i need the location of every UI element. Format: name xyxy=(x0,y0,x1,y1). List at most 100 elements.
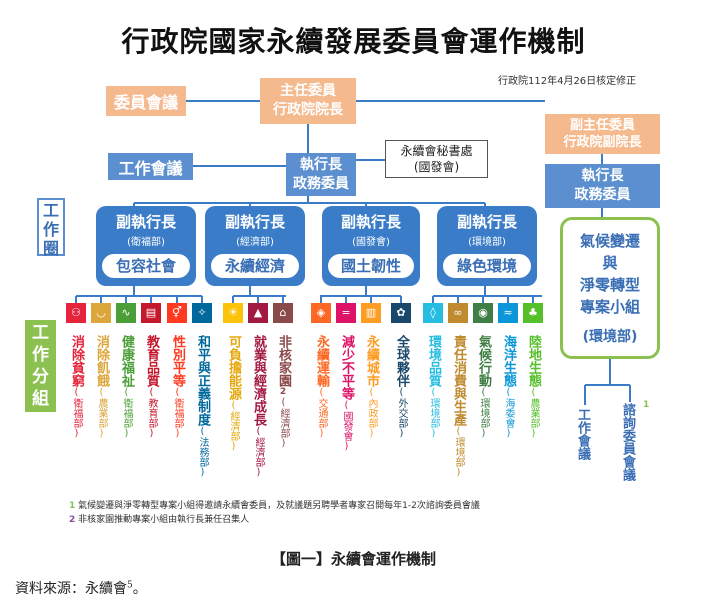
growth-icon: ▲ xyxy=(248,303,268,323)
work-group-name: 性別平等 xyxy=(170,335,185,387)
gender-icon: ⚥ xyxy=(167,303,187,323)
climate-name-line1: 氣候變遷 xyxy=(579,232,640,250)
source-line: 資料來源：永續會5。 xyxy=(15,578,147,598)
work-group-ministry: (海委會) xyxy=(503,387,514,439)
work-group-ministry: (農業部) xyxy=(528,387,539,439)
work-group-name: 永續運輸 xyxy=(314,335,329,387)
climate-task-force-box: 氣候變遷 與 淨零轉型 專案小組 (環境部) xyxy=(560,217,660,359)
footnote-1-num: 1 xyxy=(69,501,76,511)
work-group-column: 消除貧窮(衛福部) xyxy=(69,335,84,439)
work-group-name: 消除飢餓 xyxy=(94,335,109,387)
work-group-name: 非核家園 xyxy=(276,335,291,387)
right-exec-line2: 政務委員 xyxy=(574,187,631,203)
work-group-column: 減少不平等(國發會) xyxy=(339,335,354,452)
sun-icon: ☀ xyxy=(223,303,243,323)
work-group-column: 消除飢餓(農業部) xyxy=(94,335,109,439)
vice-director-ministry: (國發會) xyxy=(352,237,390,248)
work-group-ministry: (內政部) xyxy=(366,387,377,439)
vice-director-group: 包容社會 xyxy=(102,254,190,278)
vice-director-box: 副執行長 (國發會) 國土韌性 xyxy=(322,206,420,286)
work-groups-label: 工作分組 xyxy=(25,320,56,412)
bowl-icon: ◡ xyxy=(91,303,111,323)
work-group-ministry: (外交部) xyxy=(396,387,407,439)
work-group-ministry: (環境部) xyxy=(453,426,464,478)
committee-meeting-label: 委員會議 xyxy=(106,86,186,116)
climate-task-force-name: 氣候變遷 與 淨零轉型 專案小組 xyxy=(563,230,657,318)
secretariat-box: 永續會秘書處 (國發會) xyxy=(385,140,488,178)
vice-director-title: 副執行長 xyxy=(224,213,285,231)
secretariat-line1: 永續會秘書處 xyxy=(400,144,473,158)
work-group-ministry: (法務部) xyxy=(197,426,208,478)
climate-name-line4: 專案小組 xyxy=(579,298,640,316)
work-group-name: 海洋生態 xyxy=(501,335,516,387)
approval-note: 行政院112年4月26日核定修正 xyxy=(498,76,637,87)
city-icon: ▥ xyxy=(361,303,381,323)
work-group-name: 健康福祉 xyxy=(119,335,134,387)
work-group-ministry: (國發會) xyxy=(341,400,352,452)
right-work-meeting: 工作會議 xyxy=(575,408,590,460)
vice-chair-line1: 副主任委員 xyxy=(569,118,635,133)
source-footnote-mark: 5 xyxy=(127,580,133,591)
page-title: 行政院國家永續發展委員會運作機制 xyxy=(121,25,586,58)
right-exec-box: 執行長 政務委員 xyxy=(545,164,660,208)
right-advisory-footnote-mark: 1 xyxy=(643,400,650,410)
vice-director-title: 副執行長 xyxy=(340,213,401,231)
work-group-column: 性別平等(衛福部) xyxy=(170,335,185,439)
heartbeat-icon: ∿ xyxy=(116,303,136,323)
footnote-2: 2 非核家園推動專案小組由執行長兼任召集人 xyxy=(69,512,249,525)
work-group-ministry: (農業部) xyxy=(96,387,107,439)
chair-line1: 主任委員 xyxy=(280,83,336,99)
vice-director-ministry: (經濟部) xyxy=(236,237,274,248)
work-group-ministry: (經濟部) xyxy=(228,400,239,452)
work-group-ministry: (經濟部) xyxy=(278,397,289,449)
vice-director-title: 副執行長 xyxy=(456,213,517,231)
chair-line2: 行政院院長 xyxy=(273,102,343,118)
work-group-name: 可負擔能源 xyxy=(226,335,241,400)
work-group-column: 海洋生態(海委會) xyxy=(501,335,516,439)
vice-director-ministry: (環境部) xyxy=(468,237,506,248)
work-group-ministry: (環境部) xyxy=(428,387,439,439)
work-group-name: 消除貧窮 xyxy=(69,335,84,387)
vice-director-group: 永續經濟 xyxy=(211,254,299,278)
chair-box: 主任委員 行政院院長 xyxy=(260,78,356,124)
cube-icon: ◈ xyxy=(311,303,331,323)
work-group-column: 環境品質(環境部) xyxy=(426,335,441,439)
house-icon: ⌂ xyxy=(273,303,293,323)
secretariat-line2: (國發會) xyxy=(413,160,460,174)
work-group-name: 減少不平等 xyxy=(339,335,354,400)
work-circle-label: 工作圈 xyxy=(37,198,65,258)
vice-director-box: 副執行長 (衛福部) 包容社會 xyxy=(96,206,196,286)
right-exec-line1: 執行長 xyxy=(581,168,624,184)
vice-director-group: 國土韌性 xyxy=(328,254,414,278)
work-group-name: 責任消費與生產 xyxy=(451,335,466,426)
work-group-column: 非核家園2(經濟部) xyxy=(276,335,291,449)
exec-director-box: 執行長 政務委員 xyxy=(286,153,356,196)
exec-director-line2: 政務委員 xyxy=(293,176,349,192)
equal-icon: = xyxy=(336,303,356,323)
work-group-column: 健康福祉(衛福部) xyxy=(119,335,134,439)
infinity-icon: ∞ xyxy=(448,303,468,323)
right-advisory-meeting: 諮詢委員會議 xyxy=(618,403,637,481)
vice-director-ministry: (衛福部) xyxy=(127,237,165,248)
exec-director-line1: 執行長 xyxy=(300,157,342,173)
right-advisory-text: 諮詢委員會議 xyxy=(620,403,635,481)
work-group-ministry: (教育部) xyxy=(146,387,157,439)
footnote-1: 1 氣候變遷與淨零轉型專案小組得邀請永續會委員，及就議題另聘學者專家召開每年1-… xyxy=(69,498,480,511)
work-meeting-label: 工作會議 xyxy=(108,153,193,180)
figure-caption: 【圖一】永續會運作機制 xyxy=(270,550,436,568)
tree-icon: ♣ xyxy=(523,303,543,323)
work-group-name: 氣候行動 xyxy=(476,335,491,387)
climate-task-force-ministry: (環境部) xyxy=(582,329,638,345)
people-icon: ⚇ xyxy=(66,303,86,323)
book-icon: ▤ xyxy=(141,303,161,323)
work-group-ministry: (環境部) xyxy=(478,387,489,439)
work-group-column: 教育品質(教育部) xyxy=(144,335,159,439)
work-group-column: 責任消費與生產(環境部) xyxy=(451,335,466,478)
dove-icon: ✧ xyxy=(192,303,212,323)
work-group-name: 和平與正義制度 xyxy=(195,335,210,426)
fish-icon: ≈ xyxy=(498,303,518,323)
source-text: 資料來源：永續會 xyxy=(15,581,127,597)
work-group-column: 可負擔能源(經濟部) xyxy=(226,335,241,452)
work-group-column: 永續運輸(交通部) xyxy=(314,335,329,439)
